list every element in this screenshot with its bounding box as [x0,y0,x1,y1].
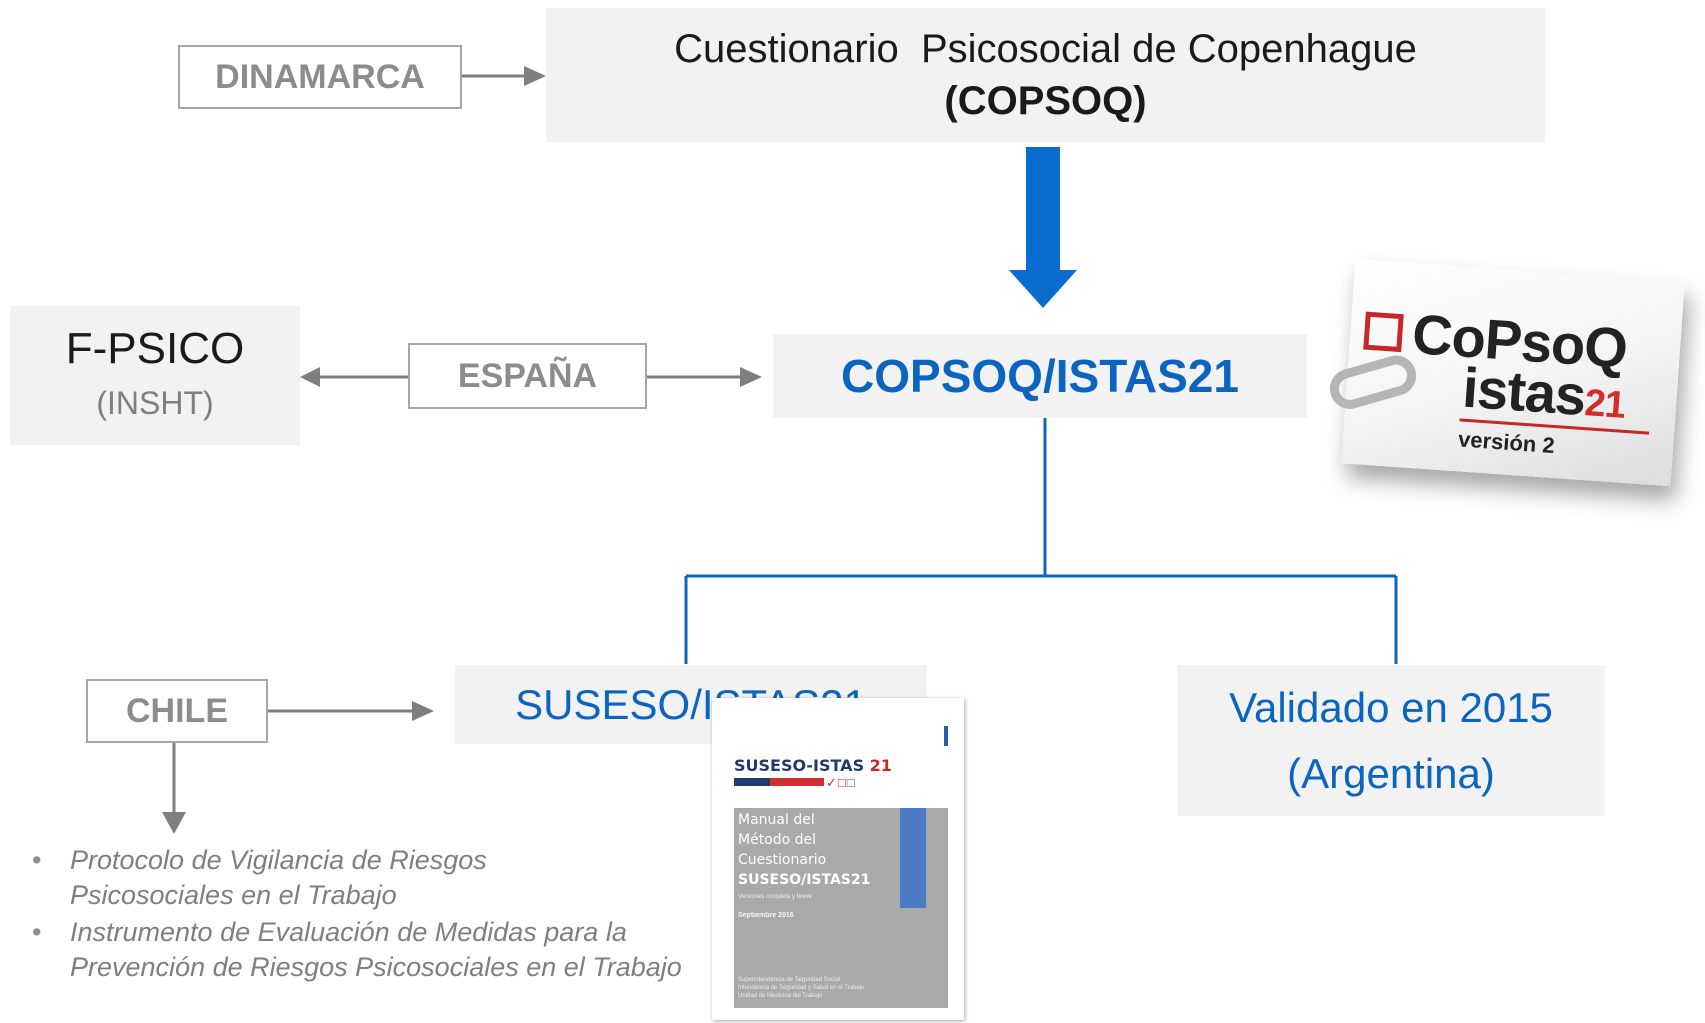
manual-flag-stripe [734,778,824,786]
checkbox-icon [1363,311,1404,353]
tag-denmark-label: DINAMARCA [215,57,425,96]
manual-check-icon: ✓□□ [826,775,856,790]
node-fpsico: F-PSICO (INSHT) [10,306,300,445]
node-copsoq-origin-acronym: (COPSOQ) [944,79,1147,123]
chile-document-item: Instrumento de Evaluación de Medidas par… [30,915,690,985]
suseso-manual-cover: SUSESO-ISTAS 21 ✓□□ Manual del Método de… [712,698,964,1020]
manual-accent-bar [900,808,926,908]
tag-chile: CHILE [86,679,268,743]
node-copsoq-origin: Cuestionario Psicosocial de Copenhague (… [546,8,1545,142]
copsoq-istas21-logo: CoPsoQ istas21 versión 2 [1325,258,1685,487]
tree-connector [684,417,1398,664]
node-copsoq-istas21: COPSOQ/ISTAS21 [773,334,1307,418]
node-fpsico-subtitle: (INSHT) [96,384,214,421]
manual-mark [944,726,948,746]
tag-spain-label: ESPAÑA [457,356,598,395]
tag-denmark: DINAMARCA [178,45,462,109]
logo-version: versión 2 [1457,426,1556,459]
manual-date: Septiembre 2016 [738,912,794,919]
tag-chile-label: CHILE [126,691,228,730]
manual-brand: SUSESO-ISTAS 21 [734,756,892,775]
node-fpsico-title: F-PSICO [65,323,245,373]
node-validated-argentina: Validado en 2015 (Argentina) [1177,665,1605,816]
manual-title: Manual del Método del Cuestionario SUSES… [738,812,871,888]
chile-documents-list: Protocolo de Vigilancia de Riesgos Psico… [30,843,690,987]
manual-subtitle: Versiones completa y breve [738,894,812,900]
manual-org: Superintendencia de Seguridad Social Int… [738,977,865,999]
node-copsoq-origin-title: Cuestionario Psicosocial de Copenhague [674,27,1417,71]
arrow-copsoq-to-istas [1009,147,1077,308]
node-validated-year: Validado en 2015 [1229,683,1553,731]
node-validated-country: (Argentina) [1287,749,1495,797]
node-copsoq-istas21-label: COPSOQ/ISTAS21 [841,350,1239,402]
tag-spain: ESPAÑA [408,343,647,409]
chile-document-item: Protocolo de Vigilancia de Riesgos Psico… [30,843,590,913]
